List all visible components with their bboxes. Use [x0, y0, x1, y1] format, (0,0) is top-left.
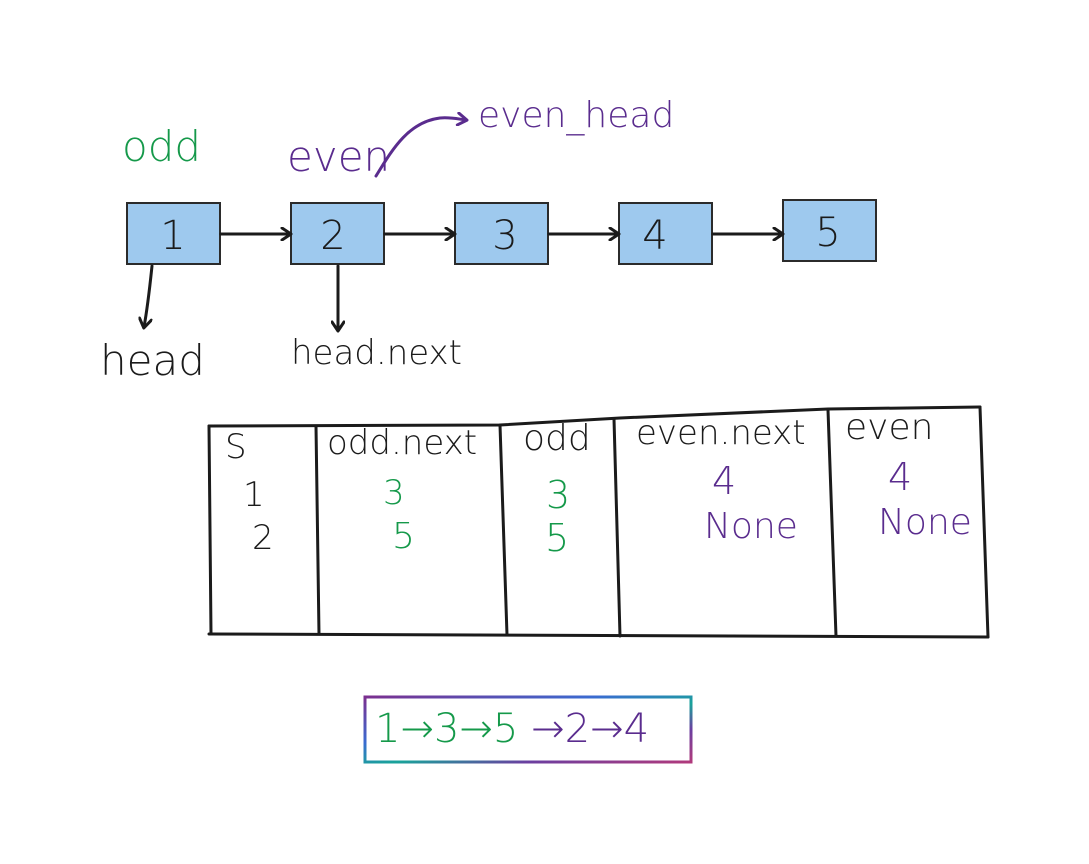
list-node-1-value: 1 [160, 213, 185, 259]
table-header-odd: odd [523, 418, 591, 459]
list-node-2-box [290, 202, 385, 265]
table-col-divider-4 [826, 408, 838, 638]
result-even-part: 2→4 [564, 706, 650, 752]
table-row-1-s: 1 [243, 475, 265, 515]
result-joint-arrow: → [518, 706, 565, 752]
head-next-label: head.next [291, 333, 463, 373]
trace-table-grid [207, 405, 990, 639]
table-row-2-s: 2 [252, 518, 274, 558]
list-node-4-value: 4 [642, 213, 667, 259]
head-label: head [100, 336, 205, 385]
result-sequence: 1→3→5 →2→4 [375, 709, 649, 749]
table-row-1-odd: 3 [546, 473, 571, 517]
table-right-border [978, 405, 990, 639]
list-node-5-box [782, 199, 877, 262]
odd-pointer-label: odd [122, 122, 202, 171]
table-row-2-odd-next: 5 [392, 516, 415, 557]
table-row-2-even: None [878, 502, 972, 543]
table-row-2-even-next: None [704, 506, 798, 547]
list-node-3-box [454, 202, 549, 265]
linked-list: 1 2 3 4 5 [126, 199, 877, 265]
result-odd-part: 1→3→5 [375, 706, 519, 752]
list-node-3-value: 3 [492, 213, 517, 259]
table-row-1-even: 4 [888, 455, 913, 499]
table-col-divider-1 [314, 424, 321, 636]
list-node-1-box [126, 202, 221, 265]
table-top-border [207, 405, 982, 428]
head-pointer-arrow [144, 264, 154, 327]
table-row-1-odd-next: 3 [383, 473, 405, 513]
even-head-pointer-arrow [374, 118, 466, 178]
table-header-odd-next: odd.next [327, 423, 478, 463]
table-bottom-border [207, 632, 990, 639]
table-col-divider-3 [612, 417, 622, 638]
even-head-label: even_head [478, 95, 675, 136]
table-col-divider-2 [498, 423, 509, 637]
table-row-2-odd: 5 [545, 516, 570, 560]
table-header-even-next: even.next [636, 413, 806, 453]
table-left-border [207, 424, 213, 636]
result-box-border [363, 695, 693, 764]
table-header-s: S [225, 427, 247, 467]
table-header-even: even [845, 407, 934, 448]
table-row-1-even-next: 4 [712, 459, 737, 503]
list-node-5-value: 5 [815, 210, 840, 256]
even-pointer-label: even [287, 132, 391, 181]
list-node-2-value: 2 [320, 213, 345, 259]
